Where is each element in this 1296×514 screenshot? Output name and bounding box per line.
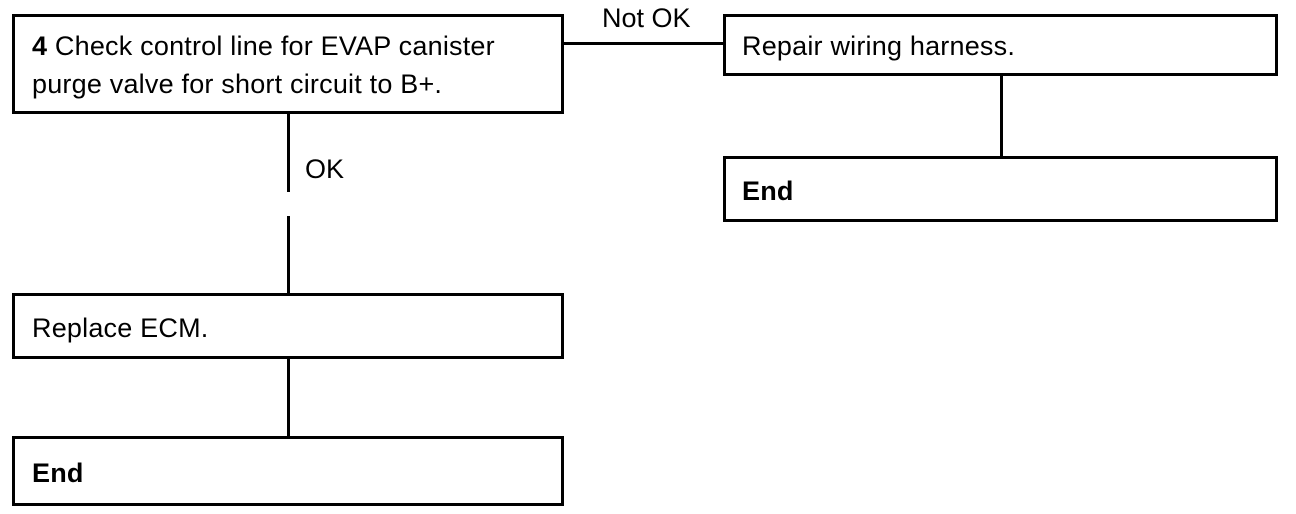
replace-ecm-text: Replace ECM. (32, 313, 209, 343)
connector-replace-to-end-bottom (287, 357, 290, 438)
step4-text-line1: 4 Check control line for EVAP canister (32, 27, 495, 65)
step4-description-line1: Check control line for EVAP canister (54, 31, 495, 61)
end-box-not-ok: End (723, 156, 1278, 222)
end-text-ok: End (32, 458, 84, 488)
connector-step4-to-not-ok (562, 42, 726, 45)
step4-number: 4 (32, 31, 48, 61)
replace-ecm-box: Replace ECM. (12, 293, 564, 359)
connector-repair-to-end-top (1000, 74, 1003, 158)
step4-check-box: 4 Check control line for EVAP canister p… (12, 14, 564, 114)
connector-step4-to-ok-lower (287, 216, 290, 296)
repair-wiring-box: Repair wiring harness. (723, 14, 1278, 76)
branch-label-ok: OK (305, 154, 345, 184)
end-box-ok: End (12, 436, 564, 506)
connector-step4-to-ok-upper (287, 114, 290, 192)
repair-wiring-text: Repair wiring harness. (742, 31, 1016, 61)
branch-label-not-ok: Not OK (602, 3, 691, 33)
step4-description-line2: purge valve for short circuit to B+. (32, 69, 443, 99)
end-text-not-ok: End (742, 176, 794, 206)
